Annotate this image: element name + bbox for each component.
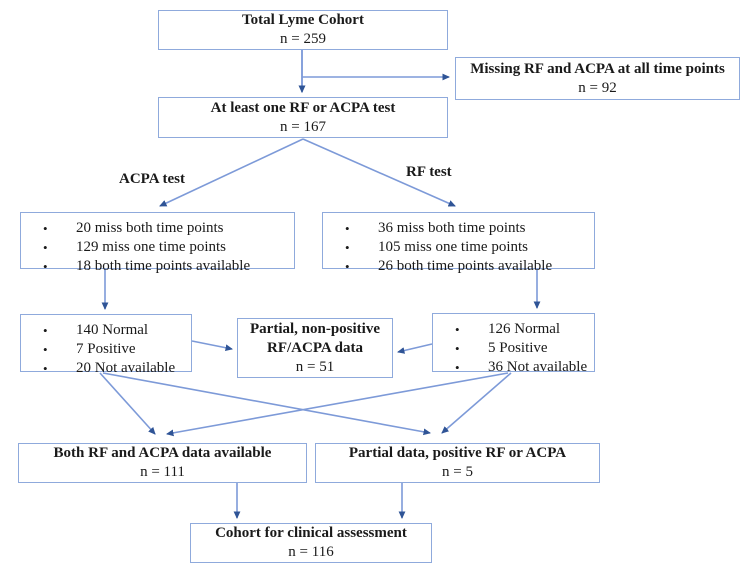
bullet-item: 129 miss one time points [43, 238, 290, 257]
box-title: Missing RF and ACPA at all time points [470, 60, 725, 77]
box-count: n = 259 [280, 31, 326, 47]
bullet-item: 140 Normal [43, 321, 187, 340]
box-at-least-one-test: At least one RF or ACPA test n = 167 [158, 97, 448, 138]
box-count: n = 167 [280, 118, 326, 135]
box-total-lyme-cohort: Total Lyme Cohort n = 259 [158, 10, 448, 50]
box-title: Both RF and ACPA data available [53, 445, 272, 461]
bullet-item: 105 miss one time points [345, 238, 590, 257]
box-both-data-available: Both RF and ACPA data available n = 111 [18, 443, 307, 483]
arrow-rfresults-to-partial [397, 343, 433, 354]
box-partial-positive: Partial data, positive RF or ACPA n = 5 [315, 443, 600, 483]
label-acpa-test-branch: ACPA test [119, 171, 185, 187]
box-count: n = 92 [578, 79, 617, 96]
bullet-item: 36 Not available [455, 358, 590, 377]
box-acpa-results: 140 Normal 7 Positive 20 Not available [20, 314, 192, 378]
bullet-item: 5 Positive [455, 339, 590, 358]
box-count: n = 51 [295, 358, 335, 375]
arrow-acparesults-to-both [99, 372, 156, 435]
bullet-item: 7 Positive [43, 340, 187, 359]
bullet-list: 36 miss both time points 105 miss one ti… [323, 213, 594, 280]
bullet-list: 20 miss both time points 129 miss one ti… [21, 213, 294, 280]
box-title: Partial data, positive RF or ACPA [348, 445, 567, 461]
box-acpa-missingness: 20 miss both time points 129 miss one ti… [20, 212, 295, 276]
arrow-acparesults-to-partial [191, 340, 233, 352]
label-rf-test-branch: RF test [406, 164, 452, 180]
box-title: RF/ACPA data [267, 339, 363, 356]
arrow-rfresults-to-partialpos [441, 372, 512, 434]
bullet-item: 20 Not available [43, 359, 187, 378]
box-title: Cohort for clinical assessment [215, 525, 407, 541]
arrow-acparesults-to-partialpos [102, 372, 431, 436]
box-final-cohort: Cohort for clinical assessment n = 116 [190, 523, 432, 563]
bullet-item: 20 miss both time points [43, 219, 290, 238]
box-count: n = 116 [288, 544, 334, 560]
box-title: At least one RF or ACPA test [210, 99, 396, 116]
box-count: n = 111 [140, 464, 185, 480]
bullet-item: 18 both time points available [43, 257, 290, 276]
bullet-item: 26 both time points available [345, 257, 590, 276]
box-partial-nonpositive: Partial, non-positive RF/ACPA data n = 5… [237, 318, 393, 378]
box-missing-rf-acpa: Missing RF and ACPA at all time points n… [455, 57, 740, 100]
arrow-rfresults-to-both [166, 372, 509, 437]
box-title: Total Lyme Cohort [242, 12, 364, 28]
box-count: n = 5 [442, 464, 473, 480]
box-rf-results: 126 Normal 5 Positive 36 Not available [432, 313, 595, 377]
bullet-item: 36 miss both time points [345, 219, 590, 238]
box-title: Partial, non-positive [250, 320, 380, 337]
bullet-list: 140 Normal 7 Positive 20 Not available [21, 315, 191, 382]
box-rf-missingness: 36 miss both time points 105 miss one ti… [322, 212, 595, 276]
bullet-list: 126 Normal 5 Positive 36 Not available [433, 314, 594, 381]
bullet-item: 126 Normal [455, 320, 590, 339]
